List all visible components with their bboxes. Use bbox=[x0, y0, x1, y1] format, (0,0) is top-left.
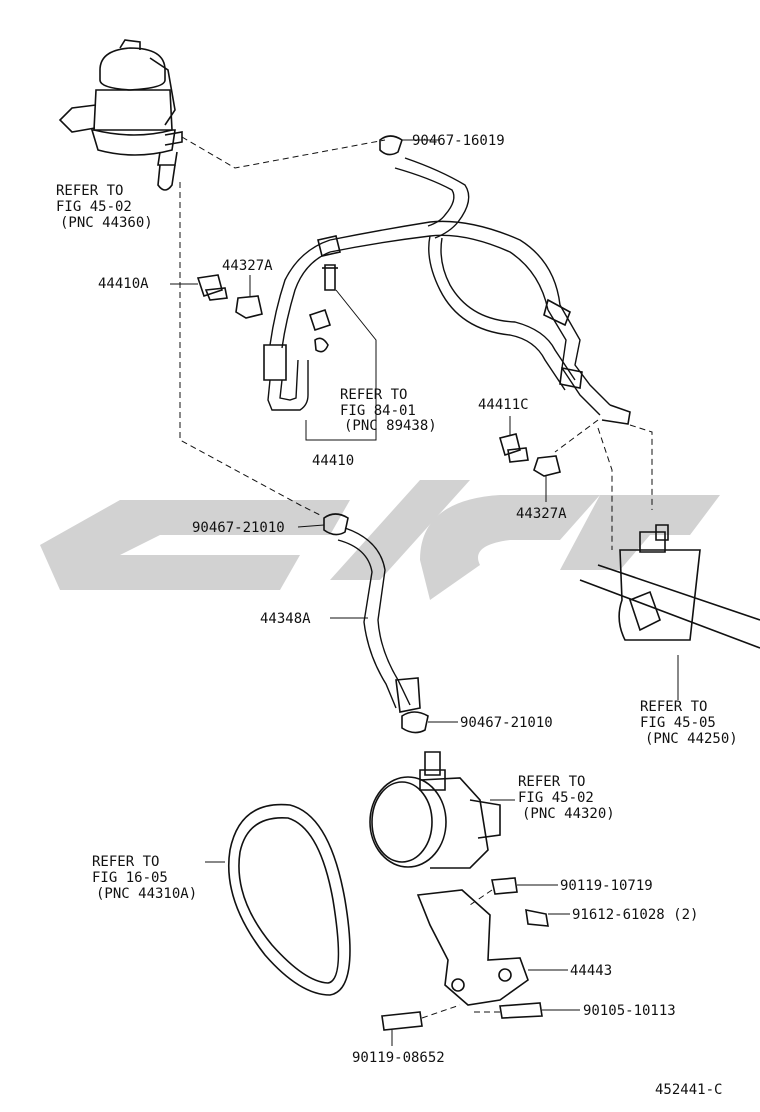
label-90119-10719: 90119-10719 bbox=[560, 878, 653, 894]
label-44348a: 44348A bbox=[260, 611, 311, 627]
power-steering-pump bbox=[369, 751, 501, 869]
label-44410: 44410 bbox=[312, 453, 354, 469]
label-90467-16019: 90467-16019 bbox=[412, 133, 505, 149]
clamp-44327a-lower bbox=[533, 455, 561, 477]
return-hose-44348a bbox=[337, 527, 421, 713]
refer-belt-l2: FIG 16-05 bbox=[92, 870, 168, 886]
label-44327a-lower: 44327A bbox=[516, 506, 567, 522]
leader-hose-clamp-1 bbox=[297, 524, 325, 528]
refer-belt-l3: (PNC 44310A) bbox=[96, 886, 197, 902]
bracket-44443 bbox=[416, 889, 529, 1006]
hose-clamp-2 bbox=[401, 711, 429, 734]
refer-pump-l1: REFER TO bbox=[518, 774, 585, 790]
refer-reservoir-l3: (PNC 44360) bbox=[60, 215, 153, 231]
label-44410a: 44410A bbox=[98, 276, 149, 292]
label-90467-21010-b: 90467-21010 bbox=[460, 715, 553, 731]
steering-gear bbox=[579, 524, 760, 649]
refer-reservoir-l2: FIG 45-02 bbox=[56, 199, 132, 215]
bolt-90119-10719 bbox=[491, 877, 518, 895]
bolt-90105-10113 bbox=[499, 1002, 543, 1019]
bolt-91612-61028 bbox=[525, 908, 549, 927]
reservoir-clamp-dashline bbox=[181, 136, 386, 169]
diagram-code: 452441-C bbox=[655, 1082, 722, 1098]
label-90119-08652: 90119-08652 bbox=[352, 1050, 445, 1066]
refer-pipe-l1: REFER TO bbox=[340, 387, 407, 403]
watermark bbox=[40, 480, 720, 600]
label-44411c: 44411C bbox=[478, 397, 529, 413]
union-bolt-44410a bbox=[196, 274, 228, 301]
label-44327a-upper: 44327A bbox=[222, 258, 273, 274]
dash-gear-2 bbox=[629, 424, 653, 510]
watermark-shape-3 bbox=[420, 495, 600, 600]
clamp-90467-16019 bbox=[379, 135, 403, 156]
watermark-shape-1 bbox=[40, 500, 350, 590]
dash-bolt-10719 bbox=[469, 889, 493, 906]
label-90105-10113: 90105-10113 bbox=[583, 1003, 676, 1019]
label-44443: 44443 bbox=[570, 963, 612, 979]
refer-pump-l3: (PNC 44320) bbox=[522, 806, 615, 822]
clamp-44327a-upper bbox=[235, 295, 263, 319]
refer-belt-l1: REFER TO bbox=[92, 854, 159, 870]
refer-pump-l2: FIG 45-02 bbox=[518, 790, 594, 806]
reservoir bbox=[58, 39, 183, 191]
dash-gear-1 bbox=[554, 419, 599, 453]
label-91612-61028: 91612-61028 (2) bbox=[572, 907, 698, 923]
refer-reservoir-l1: REFER TO bbox=[56, 183, 123, 199]
v-belt bbox=[227, 803, 351, 996]
hose-clamp-1 bbox=[323, 513, 349, 536]
refer-gear-l2: FIG 45-05 bbox=[640, 715, 716, 731]
dash-bolt-08652 bbox=[421, 1004, 461, 1019]
dash-gear-3 bbox=[597, 427, 613, 550]
label-90467-21010-a: 90467-21010 bbox=[192, 520, 285, 536]
refer-gear-l1: REFER TO bbox=[640, 699, 707, 715]
reservoir-hose-dashline bbox=[179, 182, 321, 516]
pressure-pipe bbox=[263, 157, 631, 425]
refer-pipe-l3: (PNC 89438) bbox=[344, 418, 437, 434]
union-bolt-44411c bbox=[498, 433, 529, 463]
refer-pipe-l2: FIG 84-01 bbox=[340, 403, 416, 419]
bolt-90119-08652 bbox=[381, 1011, 423, 1031]
refer-gear-l3: (PNC 44250) bbox=[645, 731, 738, 747]
leader-44410 bbox=[305, 289, 377, 441]
